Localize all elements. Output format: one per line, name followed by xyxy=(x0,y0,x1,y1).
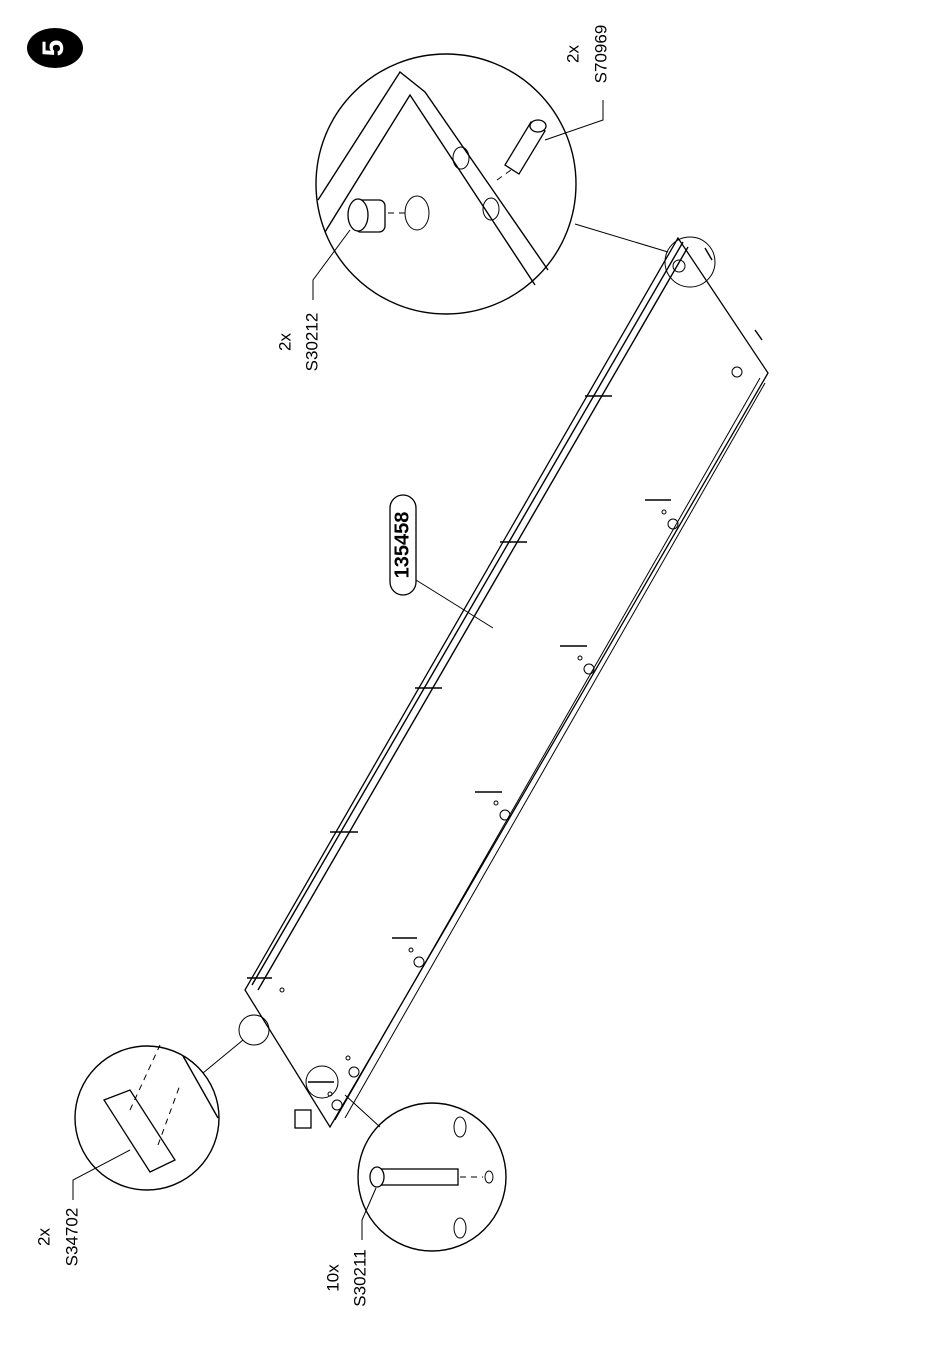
bolt-drawing xyxy=(370,1167,458,1187)
callout-qty: 10x xyxy=(323,1264,342,1292)
callout-code: S30212 xyxy=(302,313,321,372)
cam-lock-drawing xyxy=(348,199,385,232)
callout-bottom-mid: 10x S30211 xyxy=(323,1188,376,1307)
callout-top-right: 2x S70969 xyxy=(545,25,610,140)
main-panel xyxy=(245,238,768,1128)
callout-qty: 2x xyxy=(563,45,582,63)
glide-drawing xyxy=(104,1090,175,1172)
panel-foot-glide xyxy=(295,1110,311,1128)
callout-qty: 2x xyxy=(275,333,294,351)
callout-qty: 2x xyxy=(34,1228,53,1246)
step-number: 5 xyxy=(37,40,70,57)
zoom-detail-top xyxy=(316,54,715,314)
callout-bottom-left: 2x S34702 xyxy=(34,1150,130,1266)
callout-code: S34702 xyxy=(62,1208,81,1267)
part-number: 135458 xyxy=(391,512,413,579)
callout-code: S30211 xyxy=(350,1249,369,1306)
step-badge: 5 xyxy=(27,28,83,68)
dowel-drawing xyxy=(505,120,546,174)
callout-top-left: 2x S30212 xyxy=(275,230,350,371)
callout-code: S70969 xyxy=(591,25,610,84)
